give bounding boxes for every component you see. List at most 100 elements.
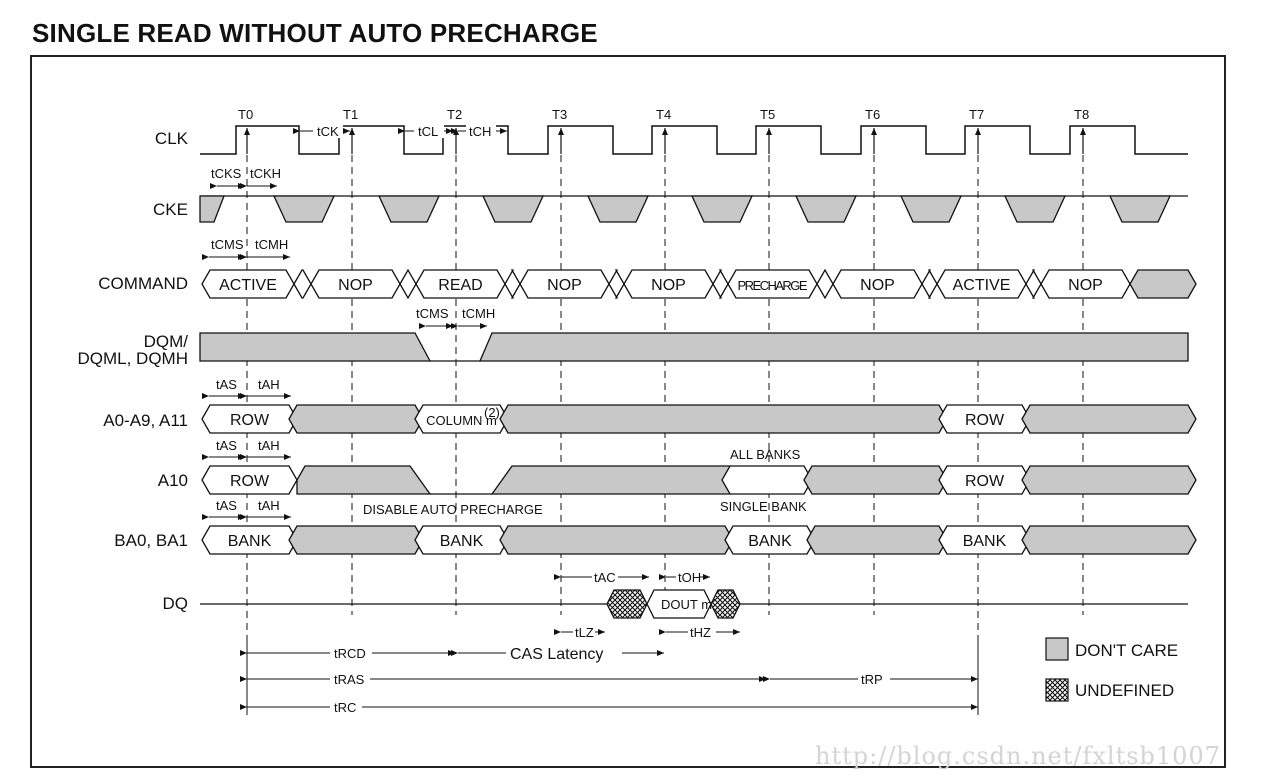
dqm-tcms-label: tCMS — [416, 306, 449, 321]
command-2-label: READ — [438, 277, 482, 294]
clk-label: CLK — [155, 129, 189, 148]
command-5-label: PRECHARGE — [738, 278, 808, 293]
trcd-bg — [330, 644, 372, 662]
command-6-label: NOP — [860, 277, 895, 294]
a10-all-banks — [721, 465, 813, 495]
clock-tick-0: T0 — [238, 107, 253, 122]
command-gap-5 — [816, 268, 834, 300]
legend-dont-care-label: DON'T CARE — [1075, 641, 1178, 660]
clock-tick-6: T6 — [865, 107, 880, 122]
legend-undefined-label: UNDEFINED — [1075, 681, 1174, 700]
tch-bg — [466, 122, 496, 138]
clock-tick-2: T2 — [447, 107, 462, 122]
command-gap-1 — [399, 268, 417, 300]
command-3-label: NOP — [547, 277, 582, 294]
tcl-bg — [414, 122, 444, 138]
cas-bg — [506, 644, 622, 662]
addr-label: A0-A9, A11 — [103, 411, 188, 430]
tah-label-1: tAH — [258, 377, 280, 392]
clock-tick-4: T4 — [656, 107, 671, 122]
cke-dontcare-slot — [899, 195, 963, 223]
tas-label-1: tAS — [216, 377, 237, 392]
tlz-label: tLZ — [575, 625, 594, 640]
cke-dontcare-slot — [481, 195, 545, 223]
cke-dontcare-slot — [1003, 195, 1067, 223]
dqm-tcmh-label: tCMH — [462, 306, 495, 321]
tck-bg — [313, 122, 343, 138]
a10-dc-4 — [1021, 465, 1197, 495]
signal-labels: CLK CKE COMMAND DQM/ DQML, DQMH A0-A9, A… — [78, 129, 189, 613]
legend-dont-care-swatch — [1045, 637, 1069, 661]
trp-bg — [858, 670, 890, 688]
tras-bg — [330, 670, 370, 688]
addr-column-label: COLUMN m — [426, 413, 497, 428]
clock-tick-1: T1 — [343, 107, 358, 122]
a10-label: A10 — [158, 471, 188, 490]
addr-row-label: ROW — [230, 412, 270, 429]
command-gap-3 — [608, 269, 625, 299]
cke-dontcare-slot — [1108, 195, 1172, 223]
tah-label-3: tAH — [258, 498, 280, 513]
dq-waveform — [200, 589, 1188, 619]
command-gap-4 — [712, 269, 729, 299]
ba-bank-1-label: BANK — [228, 533, 272, 550]
addr-dc-1 — [288, 404, 424, 434]
cke-dontcare-slot — [272, 195, 336, 223]
ba-dc-3 — [806, 525, 948, 555]
ba-bank-4-label: BANK — [963, 533, 1007, 550]
command-0-label: ACTIVE — [219, 277, 277, 294]
cke-dontcare-start — [199, 195, 225, 223]
watermark: http://blog.csdn.net/fxltsb1007 — [815, 742, 1221, 770]
ba-bank-2-label: BANK — [440, 533, 484, 550]
clk-rising-edge-arrows — [244, 128, 1086, 154]
disable-auto-precharge-note: DISABLE AUTO PRECHARGE — [363, 502, 543, 517]
clock-tick-3: T3 — [552, 107, 567, 122]
cke-dontcare-slot — [794, 195, 858, 223]
command-gap-2 — [504, 269, 521, 299]
legend-undefined-swatch — [1045, 678, 1069, 702]
dqm-label-1: DQM/ — [144, 332, 189, 351]
tck-label: tCK — [317, 124, 339, 139]
thz-label: tHZ — [690, 625, 711, 640]
tckh-label: tCKH — [250, 166, 281, 181]
cke-dontcare-slot — [586, 195, 650, 223]
ba-label: BA0, BA1 — [114, 531, 188, 550]
tras-label: tRAS — [334, 672, 365, 687]
tac-label: tAC — [594, 570, 616, 585]
trc-bg — [330, 698, 362, 716]
trcd-label: tRCD — [334, 646, 366, 661]
bank-bus: BANK BANK BANK BANK — [201, 525, 1197, 555]
tah-label-2: tAH — [258, 438, 280, 453]
a10-bus: ROW ROW — [201, 465, 1197, 495]
tac-bg — [592, 569, 618, 585]
command-7-label: ACTIVE — [953, 277, 1011, 294]
a10-dc-1 — [296, 465, 432, 495]
ba-bank-3-label: BANK — [748, 533, 792, 550]
tcms-label: tCMS — [211, 237, 244, 252]
tcl-label: tCL — [418, 124, 438, 139]
tas-label-3: tAS — [216, 498, 237, 513]
tcmh-label: tCMH — [255, 237, 288, 252]
cas-latency-label: CAS Latency — [510, 646, 603, 663]
cke-dontcare-slot — [690, 195, 754, 223]
command-4-label: NOP — [651, 277, 686, 294]
cke-label: CKE — [153, 200, 188, 219]
single-bank-note: SINGLE BANK — [720, 499, 807, 514]
addr-row-2-label: ROW — [965, 412, 1005, 429]
diagram-frame — [30, 55, 1226, 768]
clock-tick-5: T5 — [760, 107, 775, 122]
dqm-label-2: DQML, DQMH — [78, 349, 189, 368]
a10-row-2-label: ROW — [965, 473, 1005, 490]
clock-tick-guides — [246, 155, 1084, 715]
trp-label: tRP — [861, 672, 883, 687]
command-gap-7 — [1025, 269, 1042, 299]
a10-row-label: ROW — [230, 473, 270, 490]
command-gap-0 — [293, 269, 312, 299]
command-8-label: NOP — [1068, 277, 1103, 294]
clock-tick-8: T8 — [1074, 107, 1089, 122]
toh-label: tOH — [678, 570, 701, 585]
